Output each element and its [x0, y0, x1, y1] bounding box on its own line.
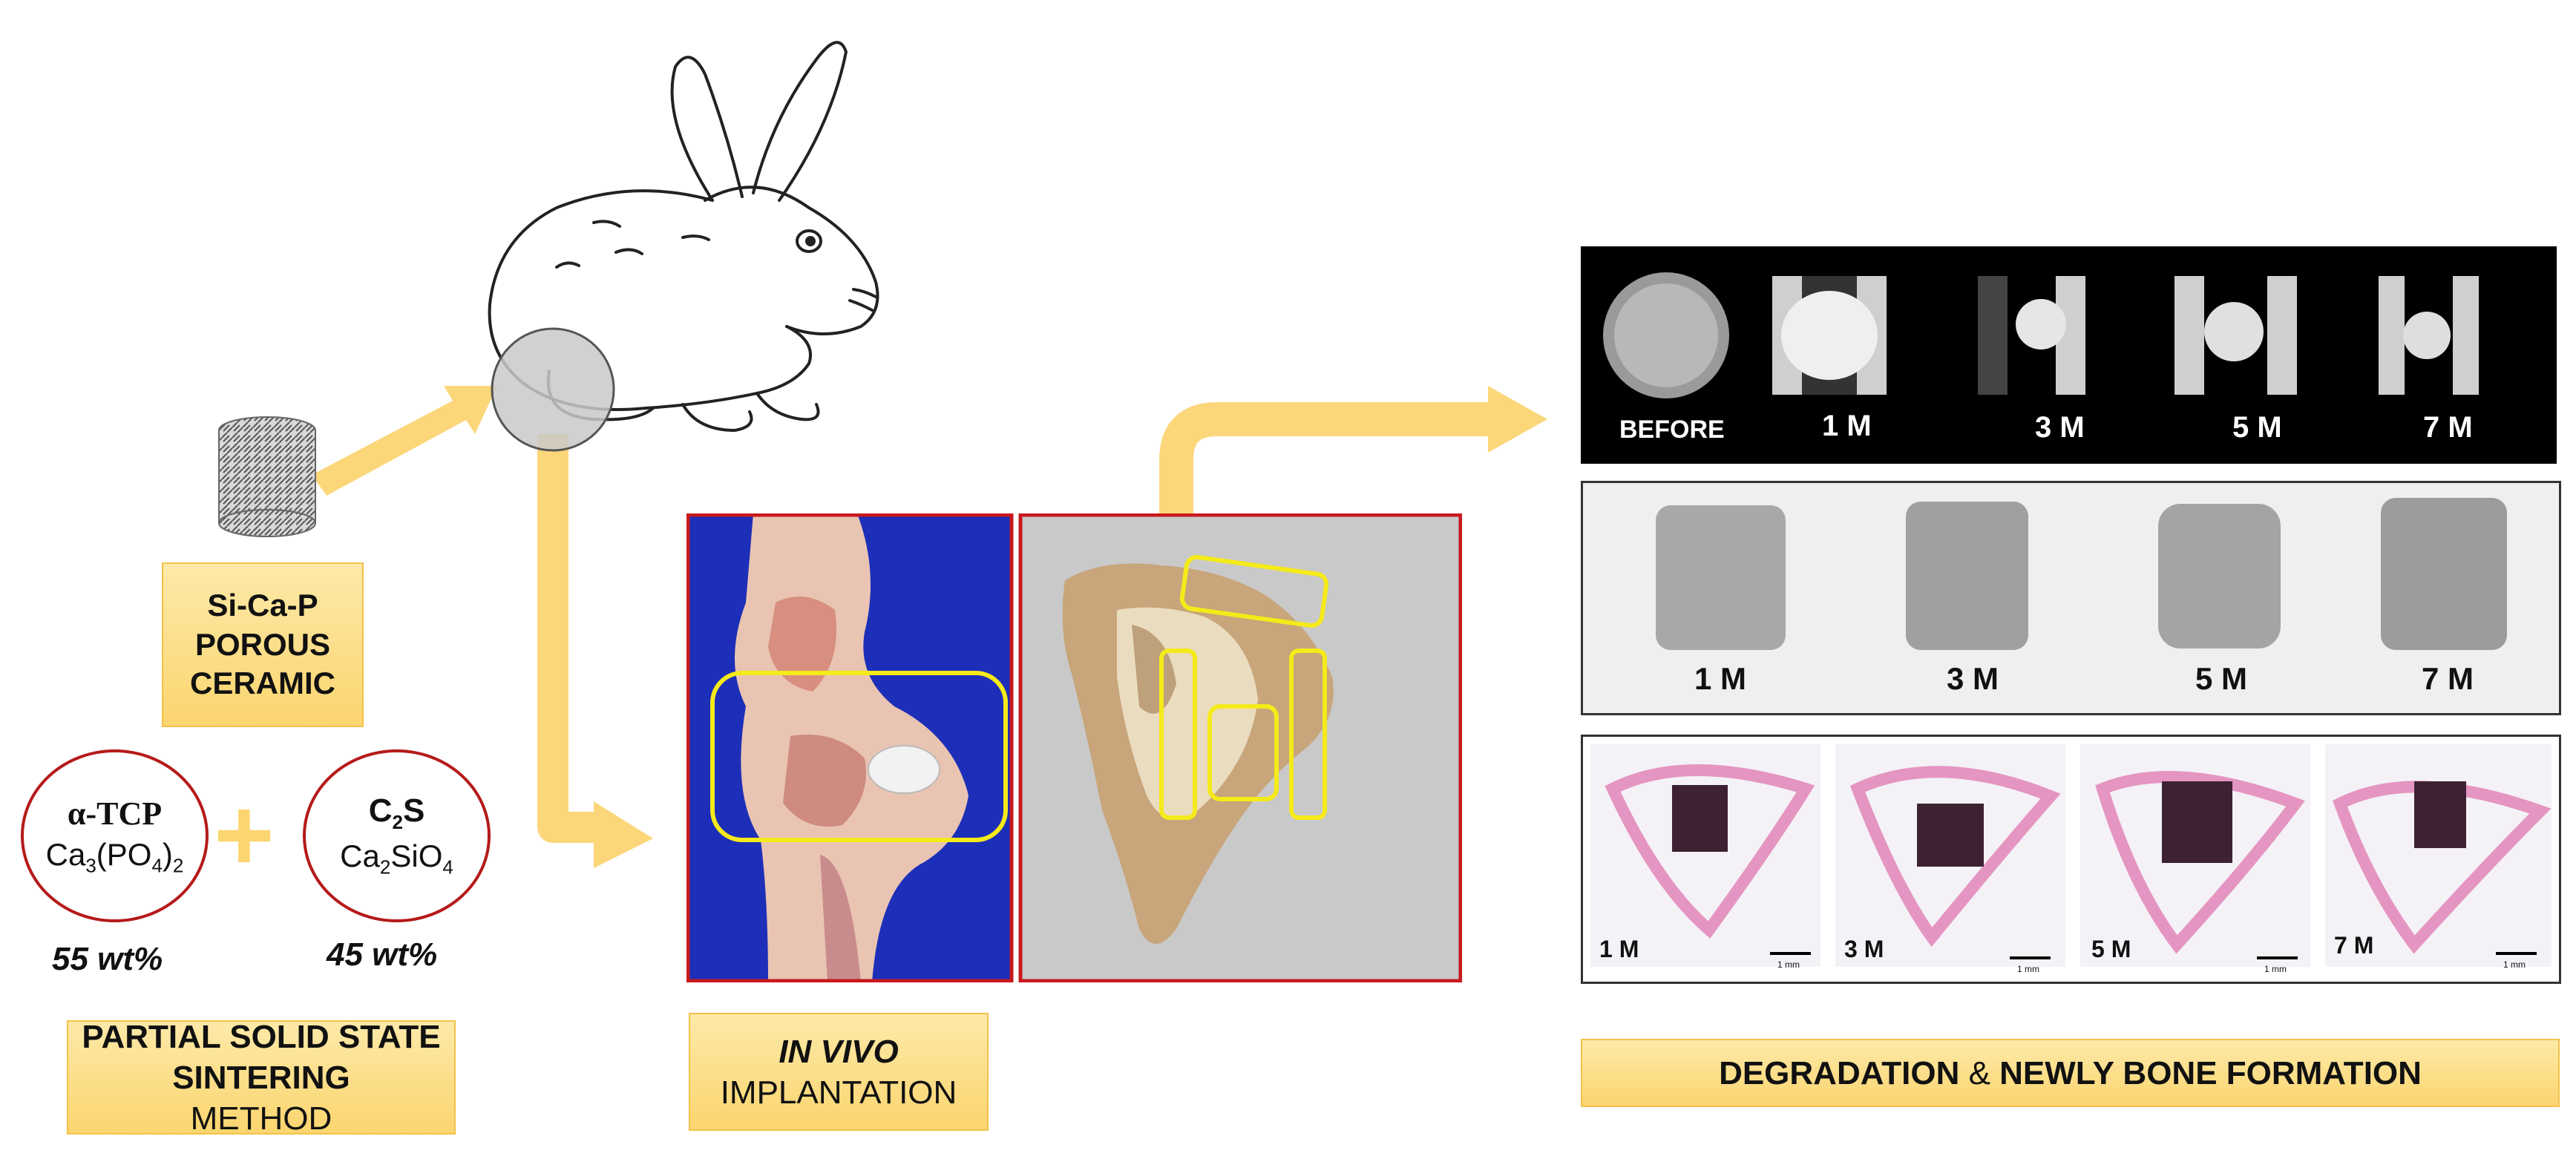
implantation-label: IN VIVO IMPLANTATION	[689, 1013, 989, 1131]
alpha-tcp-formula: Ca3(PO4)2	[45, 836, 184, 877]
material-line-1: Si-Ca-P	[207, 588, 318, 623]
arrow-scaffold-to-rabbit	[312, 386, 497, 496]
c2s-formula: Ca2SiO4	[340, 838, 453, 879]
material-line-2: POROUS	[194, 626, 331, 662]
component-c2s: C2S Ca2SiO4	[303, 749, 491, 922]
ct-label-before: BEFORE	[1619, 416, 1725, 444]
section-left-box	[1159, 649, 1197, 820]
hist-label-1m: 1 M	[1599, 936, 1639, 962]
c2s-weight: 45 wt%	[327, 936, 438, 973]
component-alpha-tcp: α-TCP Ca3(PO4)2	[21, 749, 209, 922]
scale-bar-label-1m: 1 mm	[1777, 959, 1800, 970]
r3d-label-7m: 7 M	[2422, 661, 2474, 696]
implant-highlight-box	[710, 671, 1008, 842]
hist-label-5m: 5 M	[2091, 936, 2131, 962]
implant-site-marker	[491, 327, 615, 452]
result-amp: &	[1959, 1054, 2000, 1091]
method-label: PARTIAL SOLID STATE SINTERING METHOD	[67, 1018, 456, 1137]
material-label: Si-Ca-P POROUS CERAMIC	[162, 562, 364, 727]
scale-bar-label-3m: 1 mm	[2017, 964, 2039, 974]
material-line-3: CERAMIC	[190, 666, 335, 701]
section-top-box	[1179, 554, 1329, 628]
scaffold-cylinder-icon	[218, 416, 316, 537]
ct-label-3m: 3 M	[2035, 411, 2085, 444]
result-label: DEGRADATION & NEWLY BONE FORMATION	[1581, 1039, 2560, 1107]
implantation-photo-panel	[686, 513, 1462, 982]
result-text-1: DEGRADATION	[1719, 1054, 1960, 1091]
arrow-rabbit-to-implantation	[537, 434, 594, 843]
alpha-tcp-name: α-TCP	[67, 795, 163, 832]
section-right-box	[1289, 649, 1327, 820]
method-line-1: PARTIAL SOLID STATE	[82, 1018, 441, 1055]
section-center-box	[1207, 704, 1279, 801]
histology-panel: 1 M 3 M 5 M 7 M 1 mm 1 mm 1 mm 1 mm	[1581, 735, 2561, 984]
ct-label-1m: 1 M	[1822, 410, 1872, 442]
micro-ct-panel: BEFORE 1 M 3 M 5 M 7 M	[1581, 246, 2557, 464]
histology-images	[1590, 744, 2552, 967]
implantation-line-1: IN VIVO	[779, 1033, 899, 1070]
alpha-tcp-weight: 55 wt%	[52, 941, 163, 977]
hist-label-7m: 7 M	[2334, 932, 2374, 959]
reconstruction-panel: 1 M 3 M 5 M 7 M	[1581, 481, 2561, 715]
plus-sign: +	[214, 776, 275, 893]
rabbit-illustration	[488, 41, 879, 452]
hist-label-3m: 3 M	[1844, 936, 1884, 962]
r3d-label-1m: 1 M	[1694, 661, 1747, 696]
micro-ct-images	[1603, 272, 2479, 398]
scale-bar-label-5m: 1 mm	[2264, 964, 2287, 974]
reconstruction-images	[1656, 498, 2507, 650]
ct-label-7m: 7 M	[2423, 411, 2473, 444]
scale-bar-label-7m: 1 mm	[2503, 959, 2526, 970]
r3d-label-5m: 5 M	[2195, 661, 2248, 696]
ct-label-5m: 5 M	[2232, 411, 2282, 444]
implantation-line-2: IMPLANTATION	[720, 1074, 957, 1111]
r3d-label-3m: 3 M	[1947, 661, 1999, 696]
result-text-2: NEWLY BONE FORMATION	[1999, 1054, 2422, 1091]
arrow-implantation-to-results	[1159, 402, 1492, 519]
method-line-2: SINTERING METHOD	[172, 1059, 350, 1137]
c2s-name: C2S	[368, 792, 425, 834]
